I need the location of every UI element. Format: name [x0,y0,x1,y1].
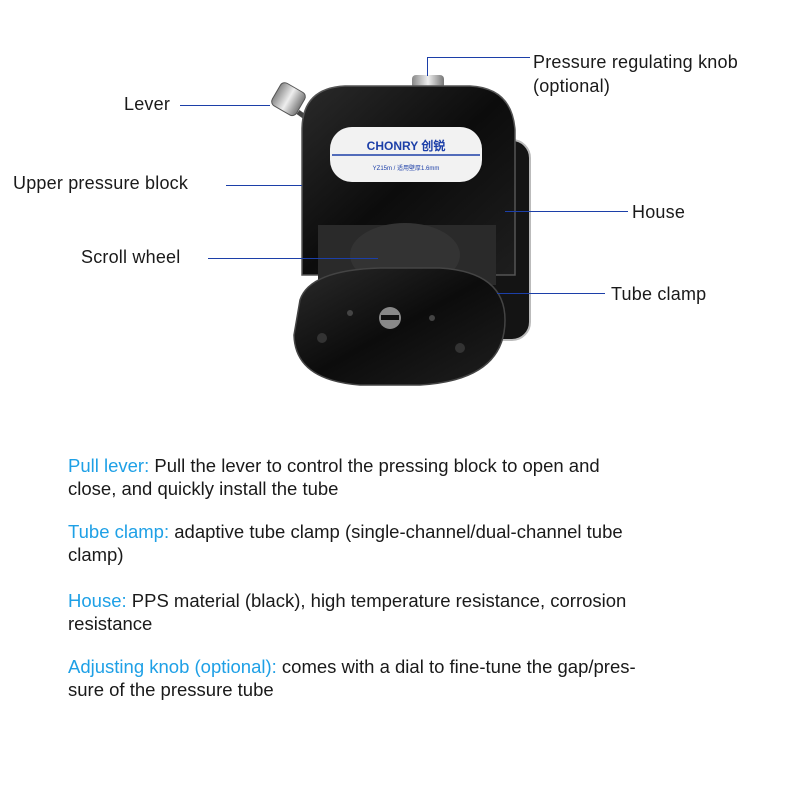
callout-house: House [632,202,686,222]
upper-pressure-block-leader-line [226,185,302,186]
description-text: adaptive tube clamp (single-channel/dual… [169,521,623,542]
description-label: Tube clamp: [68,521,170,542]
description-house: House: PPS material (black), high temper… [68,589,768,635]
description-label: Adjusting knob (optional): [68,656,277,677]
description-text: Pull the lever to control the pressing b… [149,455,600,476]
tube-clamp-leader-line [497,293,605,294]
description-text: close, and quickly install the tube [68,478,339,499]
description-text: sure of the pressure tube [68,679,274,700]
callout-lever: Lever [124,94,171,114]
callout-pressure-knob-line1: Pressure regulating knob [533,52,738,72]
callout-tube-clamp: Tube clamp [611,284,707,304]
description-tube-clamp: Tube clamp: adaptive tube clamp (single-… [68,520,768,566]
description-text: PPS material (black), high temperature r… [126,590,627,611]
house-leader-line [505,211,628,212]
description-text: resistance [68,613,153,634]
description-text: comes with a dial to fine-tune the gap/p… [276,656,636,677]
description-label: House: [68,590,127,611]
lever-leader-line [180,105,270,106]
description-pull-lever: Pull lever: Pull the lever to control th… [68,454,768,500]
description-label: Pull lever: [68,455,150,476]
callout-scroll-wheel: Scroll wheel [81,247,181,267]
pressure-knob-leader-line-v [427,57,428,76]
callout-pressure-knob: Pressure regulating knob (optional) [533,50,738,98]
pressure-knob-leader-line-h [427,57,530,58]
scroll-wheel-leader-line [208,258,378,259]
model-label: YZ15m / 适用壁厚1.6mm [373,164,440,172]
description-text: clamp) [68,544,124,565]
callout-upper-pressure-block: Upper pressure block [13,173,189,193]
brand-logo: CHONRY 创锐 [367,138,446,153]
description-adjusting-knob: Adjusting knob (optional): comes with a … [68,655,768,701]
callout-pressure-knob-line2: (optional) [533,76,611,96]
